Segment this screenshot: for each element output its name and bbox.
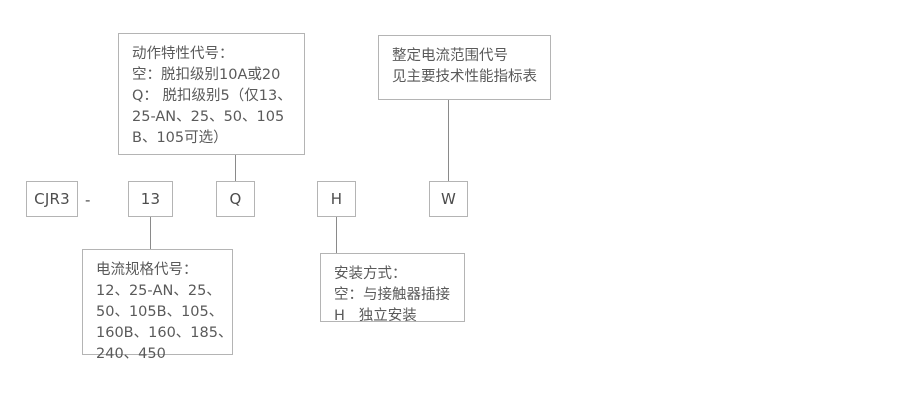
model-part-series: CJR3: [26, 181, 78, 217]
callout-mounting-method-line-2: 空：与接触器插接: [334, 287, 450, 303]
callout-current-rating: 电流规格代号： 12、25-AN、25、 50、105B、105、 160B、1…: [82, 249, 233, 362]
model-part-mounting: H: [317, 181, 356, 217]
model-part-trip-label: Q: [229, 190, 242, 208]
callout-current-rating-line-2: 12、25-AN、25、: [96, 283, 221, 299]
callout-current-setting-range: 整定电流范围代号 见主要技术性能指标表: [378, 35, 551, 100]
callout-trip-characteristic-line-2: 空：脱扣级别10A或20: [132, 67, 281, 83]
callout-current-rating-line-1: 电流规格代号：: [96, 262, 198, 278]
connector-current-setting-range-to-w: [448, 100, 449, 181]
callout-trip-characteristic-line-4: 25-AN、25、50、105: [132, 109, 285, 125]
model-part-rating-label: 13: [140, 190, 161, 208]
model-part-mounting-label: H: [330, 190, 343, 208]
model-separator-dash: -: [85, 191, 91, 209]
callout-current-rating-line-5: 240、450: [96, 346, 166, 362]
callout-current-rating-line-4: 160B、160、185、: [96, 325, 233, 341]
callout-current-setting-range-line-1: 整定电流范围代号: [392, 48, 508, 64]
callout-trip-characteristic: 动作特性代号： 空：脱扣级别10A或20 Q： 脱扣级别5（仅13、 25-AN…: [118, 33, 305, 155]
model-part-current-label: W: [440, 190, 457, 208]
connector-mounting-to-mounting-method: [336, 217, 337, 253]
connector-rating-to-current-rating: [150, 217, 151, 249]
callout-current-setting-range-line-2: 见主要技术性能指标表: [392, 69, 537, 85]
callout-current-rating-line-3: 50、105B、105、: [96, 304, 224, 320]
model-part-series-label: CJR3: [34, 190, 70, 208]
callout-mounting-method-line-1: 安装方式：: [334, 266, 407, 282]
connector-trip-characteristic-to-q: [235, 155, 236, 181]
model-part-rating: 13: [128, 181, 173, 217]
callout-trip-characteristic-line-3: Q： 脱扣级别5（仅13、: [132, 88, 292, 104]
callout-trip-characteristic-line-5: B、105可选）: [132, 130, 228, 146]
model-part-trip: Q: [216, 181, 255, 217]
callout-mounting-method-line-3: H 独立安装: [334, 308, 417, 324]
callout-trip-characteristic-line-1: 动作特性代号：: [132, 46, 234, 62]
model-part-current: W: [429, 181, 468, 217]
callout-mounting-method: 安装方式： 空：与接触器插接 H 独立安装: [320, 253, 465, 324]
